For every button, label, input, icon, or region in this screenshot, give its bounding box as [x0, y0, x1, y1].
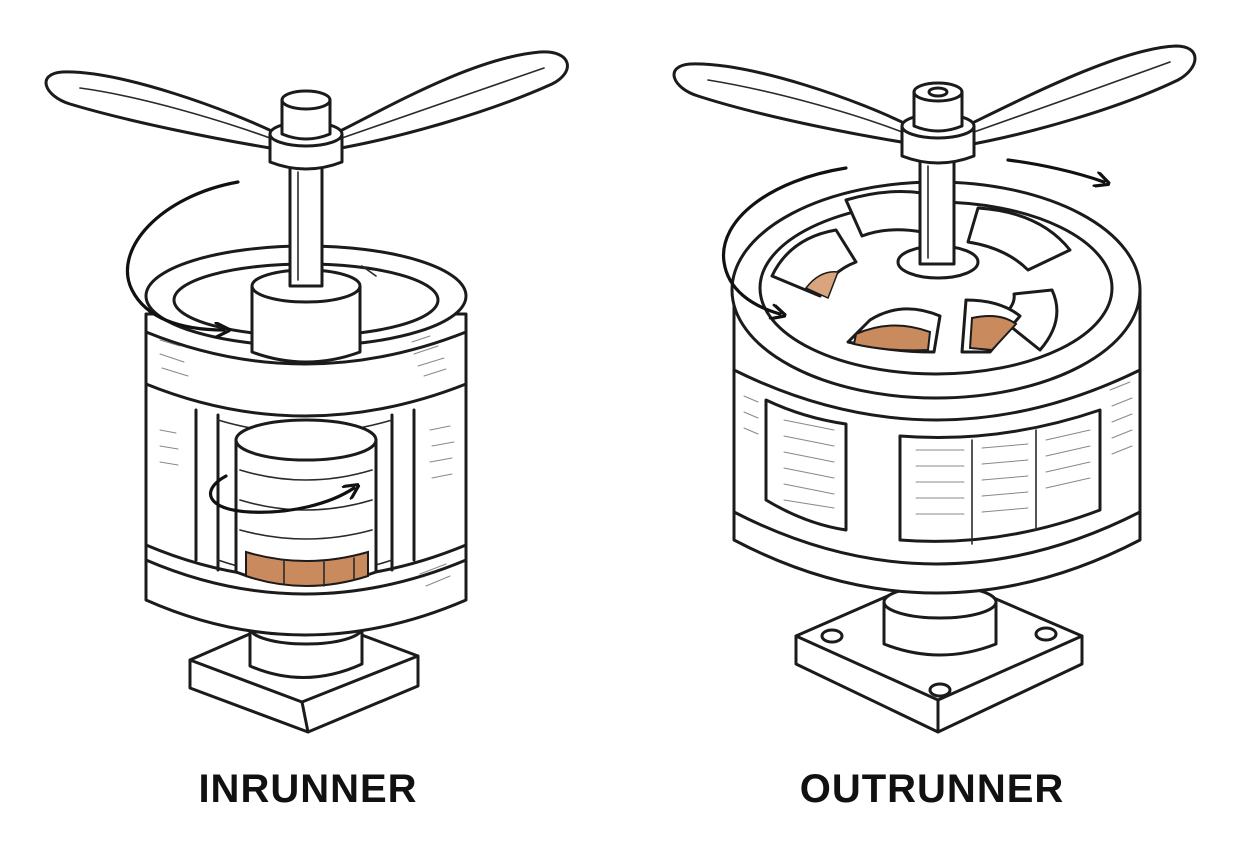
inrunner-motor: INRUNNER [44, 50, 569, 811]
propeller-icon [44, 50, 569, 171]
mounting-base-icon [794, 572, 1084, 734]
propeller-icon [672, 44, 1197, 165]
outrunner-bell [730, 180, 1142, 595]
copper-coil-icon [804, 271, 1018, 352]
mounting-base-icon [188, 610, 420, 734]
outrunner-shaft [918, 154, 956, 266]
inrunner-rotor [234, 268, 378, 587]
inrunner-shaft [288, 160, 324, 288]
copper-coil-icon [245, 550, 369, 587]
outrunner-label: OUTRUNNER [800, 767, 1065, 811]
outrunner-motor: OUTRUNNER [672, 44, 1197, 811]
rotation-arrow-icon [721, 158, 1104, 314]
rotation-arrow-icon [125, 180, 377, 514]
inrunner-label: INRUNNER [198, 767, 417, 811]
